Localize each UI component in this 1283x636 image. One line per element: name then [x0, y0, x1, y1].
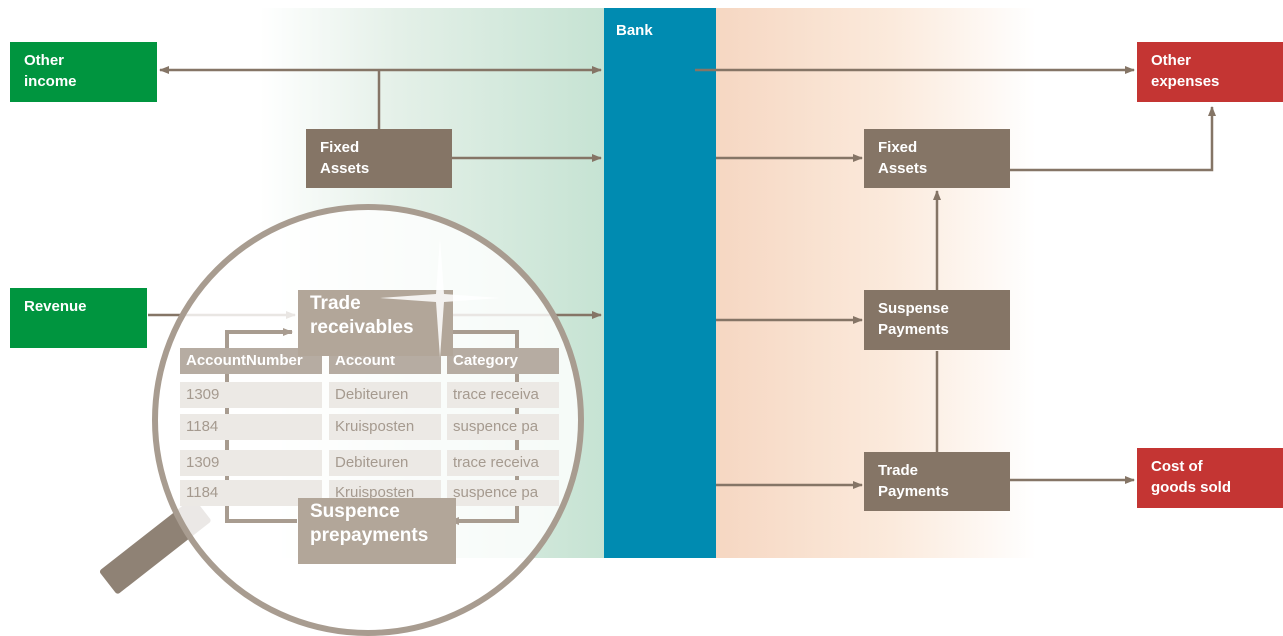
table-cell: Debiteuren: [329, 382, 441, 408]
table-cell: 1309: [180, 382, 322, 408]
table-cell: trace receiva: [447, 450, 559, 476]
sparkle-icon: [380, 238, 500, 358]
table-cell: suspence pa: [447, 480, 559, 506]
trade-payments-box: Trade Payments: [864, 452, 1010, 511]
bank-label: Bank: [616, 22, 653, 39]
table-cell: 1184: [180, 414, 322, 440]
magnifier-lens: AccountNumber Account Category 1309 Debi…: [152, 204, 584, 636]
suspence-prepayments-box: Suspence prepayments: [298, 498, 456, 564]
cost-of-goods-sold-box: Cost of goods sold: [1137, 448, 1283, 508]
table-cell: 1184: [180, 480, 322, 506]
other-income-box: Other income: [10, 42, 157, 102]
table-cell: Debiteuren: [329, 450, 441, 476]
table-header-category: Category: [447, 348, 559, 374]
table-cell: trace receiva: [447, 382, 559, 408]
table-cell: suspence pa: [447, 414, 559, 440]
arrow-fixed-to-expenses: [1010, 106, 1216, 172]
suspense-payments-box: Suspense Payments: [864, 290, 1010, 350]
fixed-assets-right-box: Fixed Assets: [864, 129, 1010, 188]
bank-column: Bank: [604, 8, 716, 558]
revenue-box: Revenue: [10, 288, 147, 348]
table-cell: Kruisposten: [329, 414, 441, 440]
table-header-account-number: AccountNumber: [180, 348, 322, 374]
other-expenses-box: Other expenses: [1137, 42, 1283, 102]
table-cell: 1309: [180, 450, 322, 476]
fixed-assets-left-box: Fixed Assets: [306, 129, 452, 188]
